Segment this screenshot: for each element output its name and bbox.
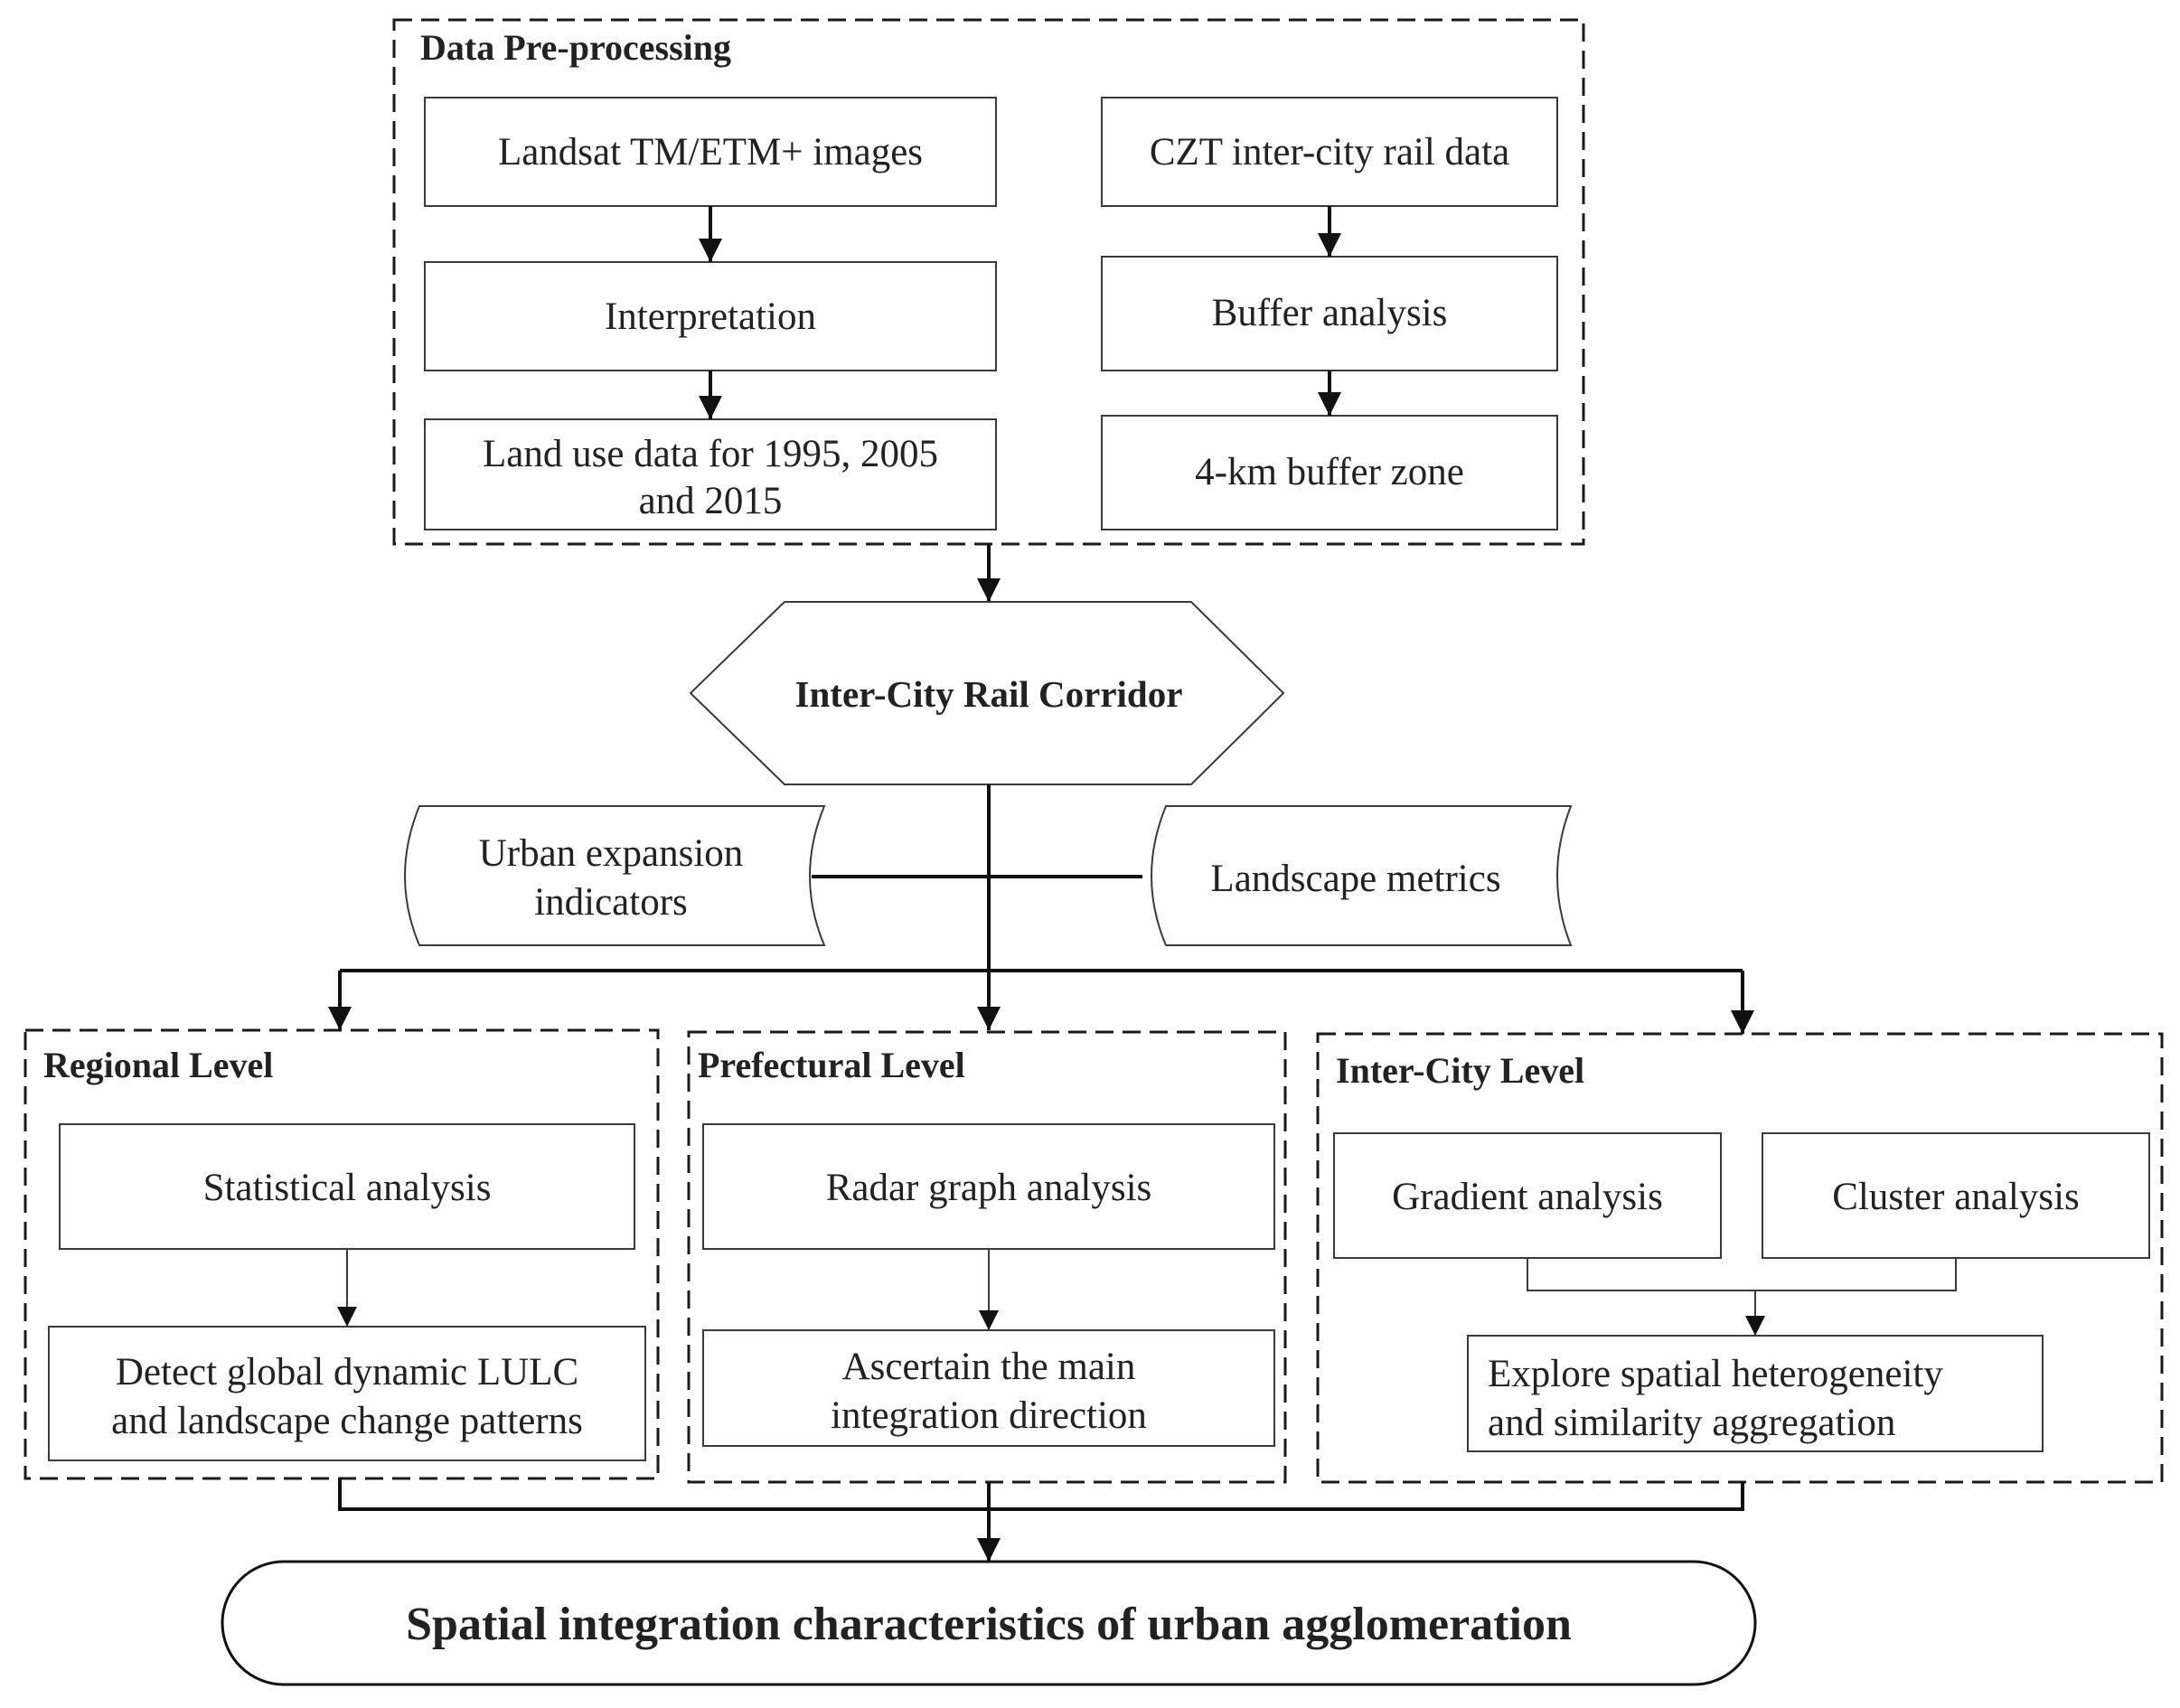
merge-connector [338, 1478, 1744, 1511]
land-use-label-line1: Land use data for 1995, 2005 [483, 433, 938, 475]
rail-data-label: CZT inter-city rail data [1150, 131, 1509, 174]
statistical-analysis-label: Statistical analysis [203, 1167, 492, 1209]
ascertain-direction-label-line2: integration direction [831, 1394, 1147, 1437]
radar-graph-box [702, 1123, 1275, 1250]
cluster-analysis-label: Cluster analysis [1832, 1176, 2080, 1218]
interpretation-box [424, 261, 997, 371]
buffer-analysis-label: Buffer analysis [1212, 292, 1448, 334]
rail-data-box [1101, 97, 1558, 207]
corridor-label: Inter-City Rail Corridor [795, 673, 1183, 715]
detect-lulc-label-line2: and landscape change patterns [111, 1400, 583, 1442]
landsat-label: Landsat TM/ETM+ images [498, 131, 923, 174]
urban-expansion-label-line1: Urban expansion [479, 832, 744, 875]
explore-heterogeneity-label-line2: and similarity aggregation [1488, 1402, 1895, 1444]
landscape-metrics-shape [1151, 805, 1573, 946]
landscape-metrics-label: Landscape metrics [1210, 858, 1500, 900]
radar-graph-label: Radar graph analysis [826, 1167, 1152, 1209]
urban-expansion-label-line2: indicators [534, 881, 688, 924]
detect-lulc-label-line1: Detect global dynamic LULC [116, 1351, 578, 1394]
ascertain-direction-label-line1: Ascertain the main [842, 1346, 1136, 1388]
buffer-zone-label: 4-km buffer zone [1195, 451, 1464, 493]
result-label: Spatial integration characteristics of u… [406, 1599, 1572, 1650]
prefectural-level-title: Prefectural Level [698, 1045, 965, 1085]
statistical-analysis-box [59, 1123, 635, 1250]
gradient-analysis-label: Gradient analysis [1392, 1176, 1663, 1218]
explore-heterogeneity-label-line1: Explore spatial heterogeneity [1488, 1353, 1943, 1395]
gradient-cluster-connector [1527, 1258, 1957, 1291]
regional-level-title: Regional Level [43, 1045, 273, 1085]
intercity-level-group [1316, 1032, 2164, 1484]
interpretation-label: Interpretation [605, 296, 816, 338]
urban-expansion-shape [404, 805, 826, 946]
explore-heterogeneity-box [1467, 1335, 2044, 1452]
landsat-box [424, 97, 997, 207]
result-terminal [221, 1560, 1757, 1686]
corridor-hexagon [689, 601, 1285, 785]
detect-lulc-box [48, 1326, 646, 1461]
intercity-level-title: Inter-City Level [1336, 1050, 1584, 1091]
land-use-label-line2: and 2015 [639, 480, 783, 522]
ascertain-direction-box [702, 1329, 1275, 1447]
land-use-box [424, 418, 997, 530]
data-preprocessing-title: Data Pre-processing [420, 27, 731, 68]
